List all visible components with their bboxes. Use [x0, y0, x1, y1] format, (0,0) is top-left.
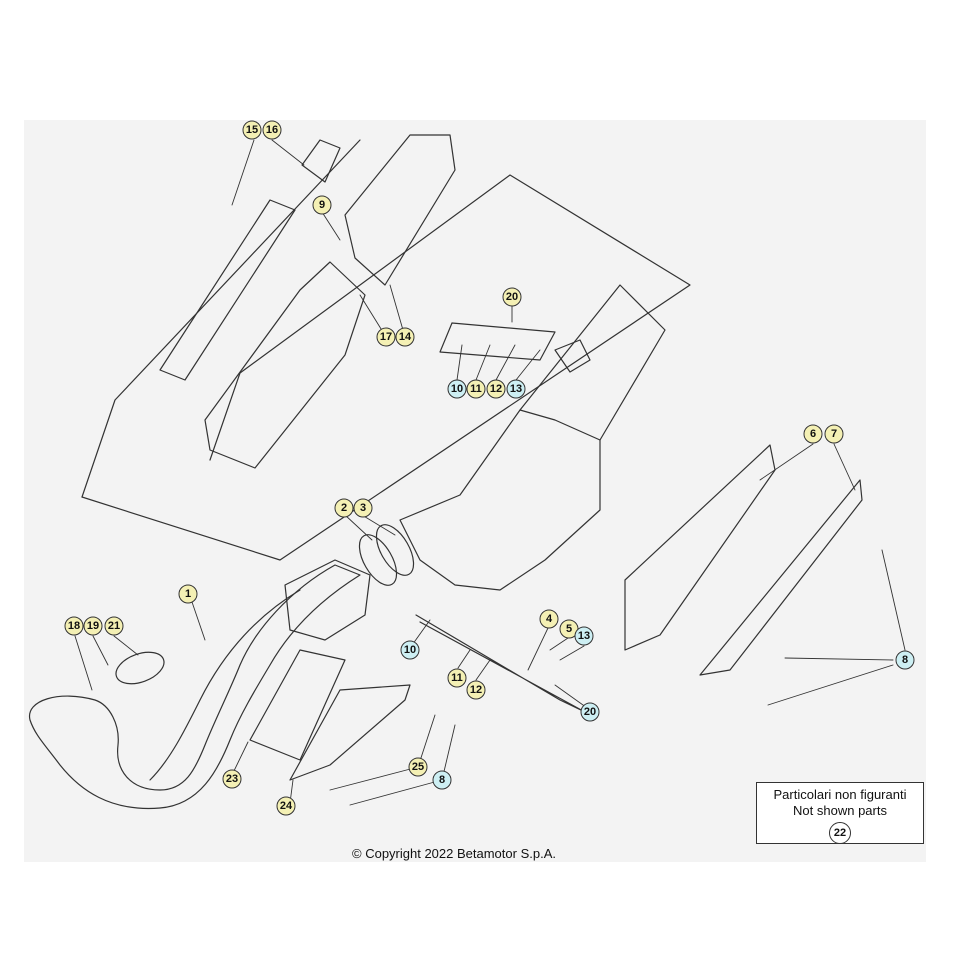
- svg-text:23: 23: [226, 773, 238, 785]
- lower-guard-23: [249, 649, 346, 761]
- callout-8-right: 8: [895, 650, 915, 670]
- copyright-notice: © Copyright 2022 Betamotor S.p.A.: [352, 846, 556, 861]
- svg-text:1: 1: [185, 588, 191, 600]
- svg-text:10: 10: [451, 383, 463, 395]
- callout-13-bottom: 13: [574, 626, 594, 646]
- svg-text:13: 13: [578, 630, 590, 642]
- svg-text:19: 19: [87, 620, 99, 632]
- callout-21: 21: [104, 616, 124, 636]
- callout-11-top: 11: [466, 379, 486, 399]
- group-frame-hardware-bottom: [415, 614, 586, 713]
- callout-10-bottom: 10: [400, 640, 420, 660]
- svg-text:8: 8: [439, 774, 445, 786]
- heat-shield-lower: [204, 261, 366, 469]
- svg-text:14: 14: [399, 331, 412, 343]
- tail-pipe: [159, 199, 296, 381]
- callout-12-bottom: 12: [466, 680, 486, 700]
- svg-text:7: 7: [831, 428, 837, 440]
- svg-text:8: 8: [902, 654, 908, 666]
- ring-3: [375, 524, 415, 576]
- header-pipe-inner: [149, 589, 301, 781]
- callout-4: 4: [539, 609, 559, 629]
- svg-text:12: 12: [490, 383, 502, 395]
- svg-text:3: 3: [360, 502, 366, 514]
- callout-12-top: 12: [486, 379, 506, 399]
- callout-20-top: 20: [502, 287, 522, 307]
- not-shown-label-it: Particolari non figuranti: [773, 787, 907, 802]
- svg-text:24: 24: [280, 800, 293, 812]
- not-shown-parts-box: Particolari non figuranti Not shown part…: [756, 782, 924, 844]
- not-shown-label-en: Not shown parts: [793, 803, 887, 818]
- side-panel-6: [624, 444, 776, 651]
- callout-23: 23: [222, 769, 242, 789]
- leader-lines: [74, 139, 906, 806]
- callout-9: 9: [312, 195, 332, 215]
- svg-text:20: 20: [584, 706, 596, 718]
- svg-text:11: 11: [470, 383, 482, 395]
- svg-text:13: 13: [510, 383, 522, 395]
- silencer-tube: [519, 284, 666, 441]
- svg-text:21: 21: [108, 620, 120, 632]
- silencer-body: [399, 409, 601, 591]
- svg-text:25: 25: [412, 761, 424, 773]
- svg-text:10: 10: [404, 644, 416, 656]
- ring-2: [358, 534, 398, 586]
- callout-10-top: 10: [447, 379, 467, 399]
- callout-1: 1: [178, 584, 198, 604]
- svg-text:2: 2: [341, 502, 347, 514]
- svg-text:15: 15: [246, 124, 258, 136]
- callout-20-bottom: 20: [580, 702, 600, 722]
- side-panel-7: [699, 479, 863, 676]
- callout-8-bottom: 8: [432, 770, 452, 790]
- group-frame-outer: [81, 139, 361, 498]
- callout-19: 19: [83, 616, 103, 636]
- heat-shield-upper: [344, 134, 456, 286]
- svg-text:20: 20: [506, 291, 518, 303]
- svg-text:18: 18: [68, 620, 80, 632]
- silencer-bracket: [554, 339, 591, 373]
- svg-text:17: 17: [380, 331, 392, 343]
- svg-text:12: 12: [470, 684, 482, 696]
- callout-25: 25: [408, 757, 428, 777]
- callout-3: 3: [353, 498, 373, 518]
- callout-layer: 1 2 3 4 5 6 7 8 8 9 10 10 11 11 12 12 13…: [64, 120, 915, 816]
- callout-15: 15: [242, 120, 262, 140]
- svg-text:9: 9: [319, 199, 325, 211]
- callout-14: 14: [395, 327, 415, 347]
- callout-7: 7: [824, 424, 844, 444]
- group-frame-hardware-top: [439, 322, 556, 361]
- group-frame-muffler: [81, 174, 691, 561]
- tail-pipe-end: [301, 139, 341, 183]
- lower-guard-24: [289, 684, 411, 781]
- collector: [284, 559, 371, 641]
- callout-2: 2: [334, 498, 354, 518]
- svg-text:16: 16: [266, 124, 278, 136]
- diagram-background: [24, 120, 926, 862]
- callout-17: 17: [376, 327, 396, 347]
- svg-text:5: 5: [566, 623, 572, 635]
- svg-text:11: 11: [451, 672, 463, 684]
- gasket: [115, 651, 165, 685]
- not-shown-part-number: 22: [829, 822, 851, 844]
- callout-24: 24: [276, 796, 296, 816]
- callout-13-top: 13: [506, 379, 526, 399]
- callout-16: 16: [262, 120, 282, 140]
- svg-text:4: 4: [546, 613, 553, 625]
- callout-11-bottom: 11: [447, 668, 467, 688]
- callout-6: 6: [803, 424, 823, 444]
- svg-text:6: 6: [810, 428, 816, 440]
- header-pipe: [29, 564, 361, 810]
- callout-18: 18: [64, 616, 84, 636]
